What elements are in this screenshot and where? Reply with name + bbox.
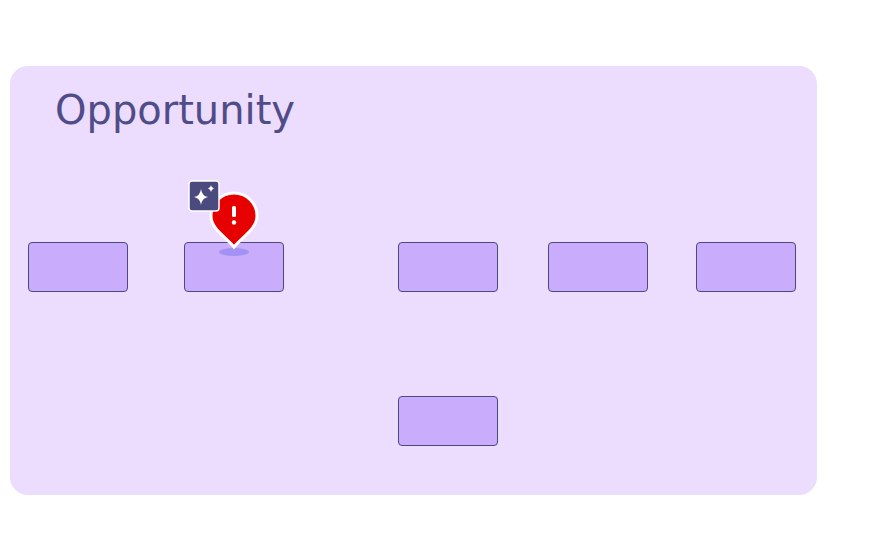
sparkle-badge [189,181,219,211]
process-box [696,242,796,292]
process-box [28,242,128,292]
process-box [548,242,648,292]
opportunity-panel: Opportunity [10,66,817,495]
process-box [398,396,498,446]
panel-title: Opportunity [55,88,295,132]
process-box [398,242,498,292]
